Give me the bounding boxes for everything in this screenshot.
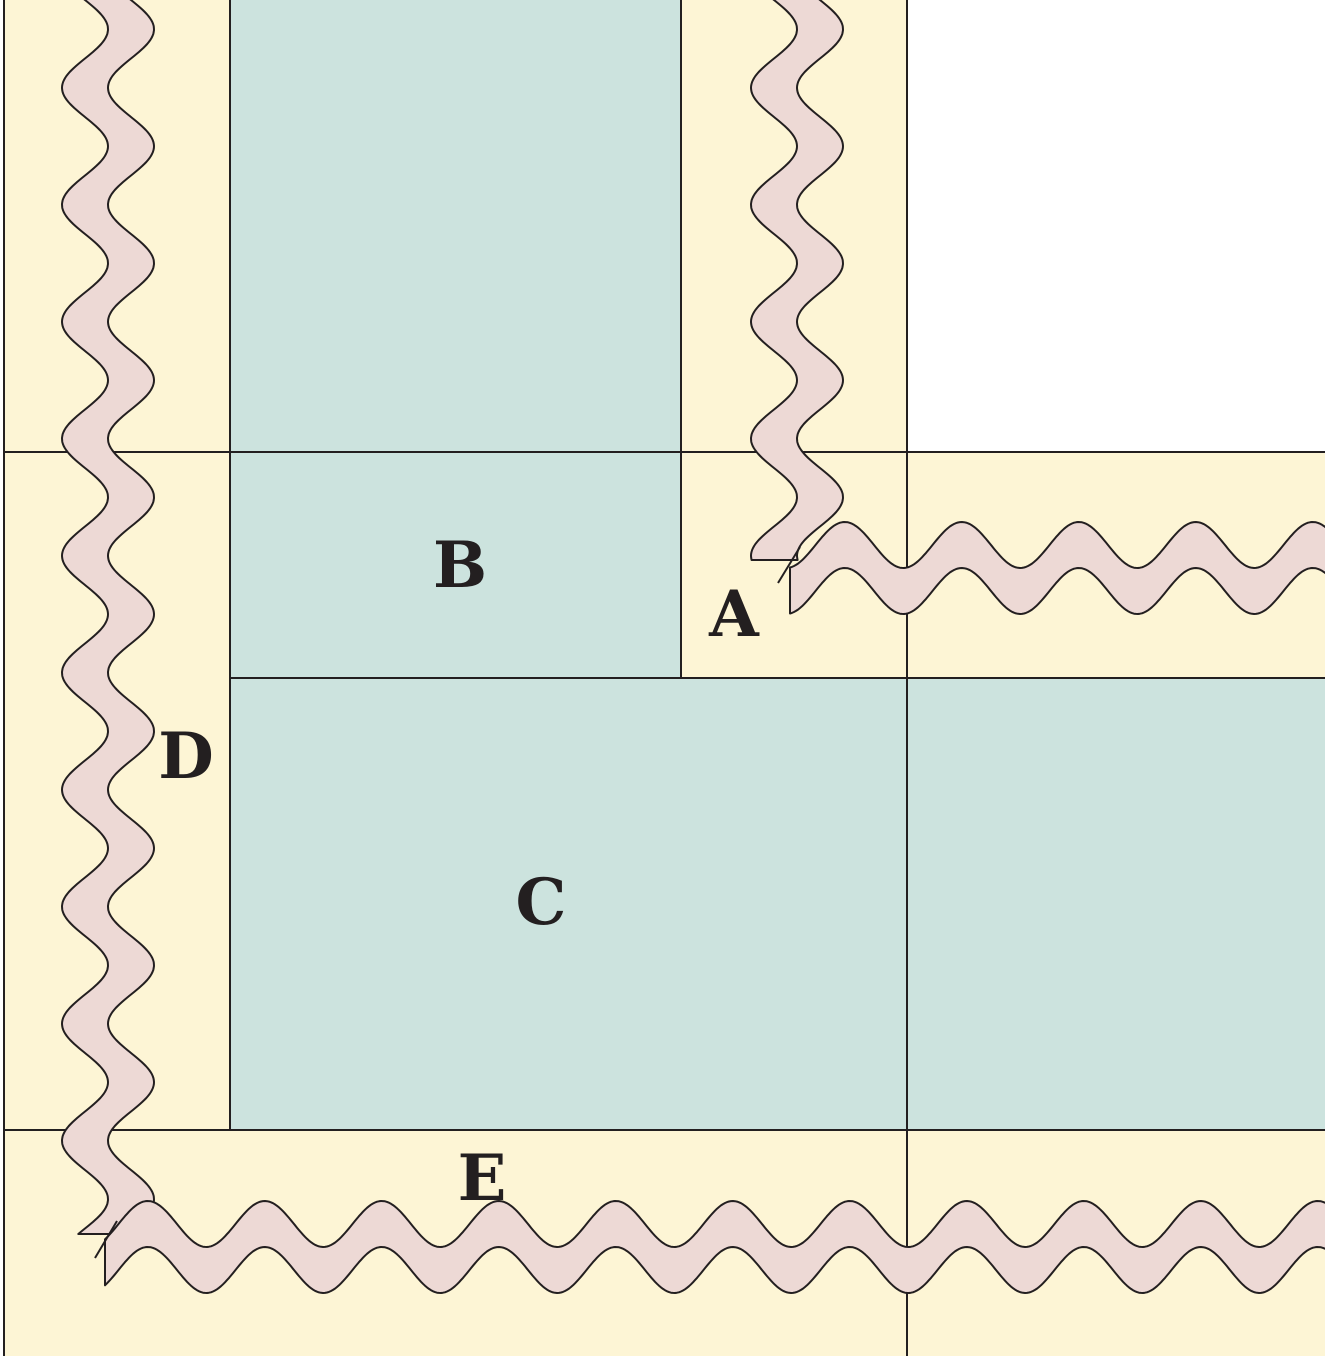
label-d: D <box>158 719 214 794</box>
label-a: A <box>708 577 760 652</box>
label-c: C <box>516 865 567 940</box>
block-top <box>229 0 682 453</box>
label-e: E <box>458 1141 507 1216</box>
ric-rac-trims <box>61 0 1325 1294</box>
ric-rac-inner-vertical <box>750 0 844 561</box>
ric-rac-miter-bottom <box>94 1220 118 1259</box>
ric-rac-bottom-horizontal <box>104 1200 1325 1294</box>
piece-b <box>229 451 682 679</box>
block-pieces <box>229 0 1325 1131</box>
ric-rac-inner-horizontal <box>789 521 1325 615</box>
piece-c <box>229 677 908 1131</box>
ric-rac-miter-inner <box>777 546 801 584</box>
label-b: B <box>433 528 487 603</box>
block-right <box>906 677 1325 1131</box>
